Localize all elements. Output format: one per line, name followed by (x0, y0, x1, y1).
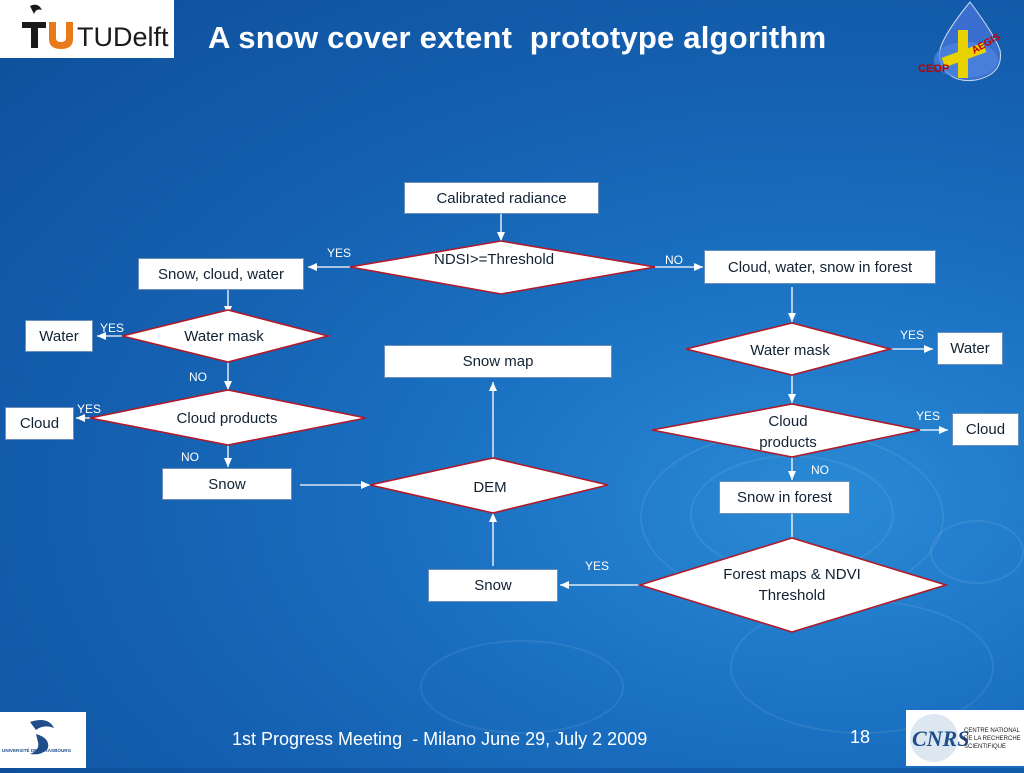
snow-cloud-water-label: Snow, cloud, water (158, 265, 284, 283)
background-ripple (420, 640, 624, 734)
page-title: A snow cover extent prototype algorithm (208, 20, 827, 55)
snow-map-label: Snow map (462, 353, 534, 370)
calibrated-radiance-label: Calibrated radiance (436, 189, 567, 207)
water-mask-left-label: Water mask (184, 328, 264, 345)
calibrated-radiance-box: Calibrated radiance (404, 182, 599, 214)
no-ndsi-label: NO (665, 253, 683, 267)
water-mask-right-diamond (685, 322, 894, 376)
snow-bottom-label: Snow (474, 577, 512, 594)
svg-text:CEOP: CEOP (918, 63, 949, 75)
page-number: 18 (850, 727, 871, 747)
snow-left-label: Snow (208, 475, 246, 493)
no-cloud-right-label: NO (811, 463, 829, 477)
water-right-label: Water (950, 340, 990, 357)
cloud-products-right-label: Cloud products (759, 413, 817, 451)
water-mask-left-diamond (121, 309, 332, 363)
strasbourg-university-logo: UNIVERSITÉ DE STRASBOURG (0, 712, 86, 768)
cnrs-text-line1: CENTRE NATIONAL (964, 728, 1021, 734)
cloud-products-left-label: Cloud products (176, 410, 278, 427)
snow-left-box: Snow (162, 468, 292, 500)
yes-cloud-right-label: YES (916, 409, 941, 423)
tudelft-logo-text: TUDelft (77, 22, 169, 52)
dem-diamond (369, 457, 609, 514)
snow-in-forest-box: Snow in forest (719, 481, 850, 514)
svg-text:CNRS: CNRS (912, 726, 969, 751)
water-left-box: Water (25, 320, 93, 352)
tudelft-logo: TUDelft (0, 0, 174, 58)
yes-forest-label: YES (585, 559, 610, 573)
cloud-right-box: Cloud (952, 413, 1019, 446)
cloud-water-snow-forest-label: Cloud, water, snow in forest (727, 258, 913, 276)
snow-in-forest-label: Snow in forest (736, 489, 833, 506)
yes-cloud-left-label: YES (77, 402, 102, 416)
dem-label: DEM (473, 479, 507, 496)
cloud-right-label: Cloud (965, 421, 1006, 438)
water-left-label: Water (39, 327, 79, 345)
cnrs-logo: CNRS CENTRE NATIONAL DE LA RECHERCHE SCI… (906, 710, 1024, 766)
snow-bottom-box: Snow (428, 569, 558, 602)
ceop-aegis-logo: CEOP AEGIS (912, 0, 1024, 86)
no-watermask-left-label: NO (189, 370, 207, 384)
yes-watermask-left-label: YES (100, 321, 125, 335)
ndsi-threshold-diamond (349, 240, 656, 295)
background-ripple (930, 520, 1024, 584)
snow-cloud-water-box: Snow, cloud, water (138, 258, 304, 290)
forest-maps-label: Forest maps & NDVI Threshold (723, 566, 861, 604)
yes-ndsi-label: YES (327, 246, 352, 260)
no-cloud-left-label: NO (181, 450, 199, 464)
footer-text: 1st Progress Meeting - Milano June 29, J… (232, 729, 648, 749)
yes-watermask-right-label: YES (900, 328, 925, 342)
ndsi-threshold-label: NDSI>=Threshold (434, 251, 555, 268)
cnrs-text-line2: DE LA RECHERCHE (964, 736, 1021, 742)
cloud-water-snow-forest-box: Cloud, water, snow in forest (704, 250, 936, 284)
strasbourg-logo-text: UNIVERSITÉ DE STRASBOURG (2, 746, 72, 753)
forest-maps-diamond (637, 537, 949, 633)
snow-map-box: Snow map (384, 345, 612, 378)
cloud-products-right-diamond (651, 403, 921, 458)
water-mask-right-label: Water mask (750, 342, 830, 359)
water-right-box: Water (937, 332, 1003, 365)
cloud-left-label: Cloud (19, 415, 60, 432)
cnrs-text-line3: SCIENTIFIQUE (964, 744, 1006, 750)
cloud-left-box: Cloud (5, 407, 74, 440)
cloud-products-left-diamond (89, 389, 367, 446)
